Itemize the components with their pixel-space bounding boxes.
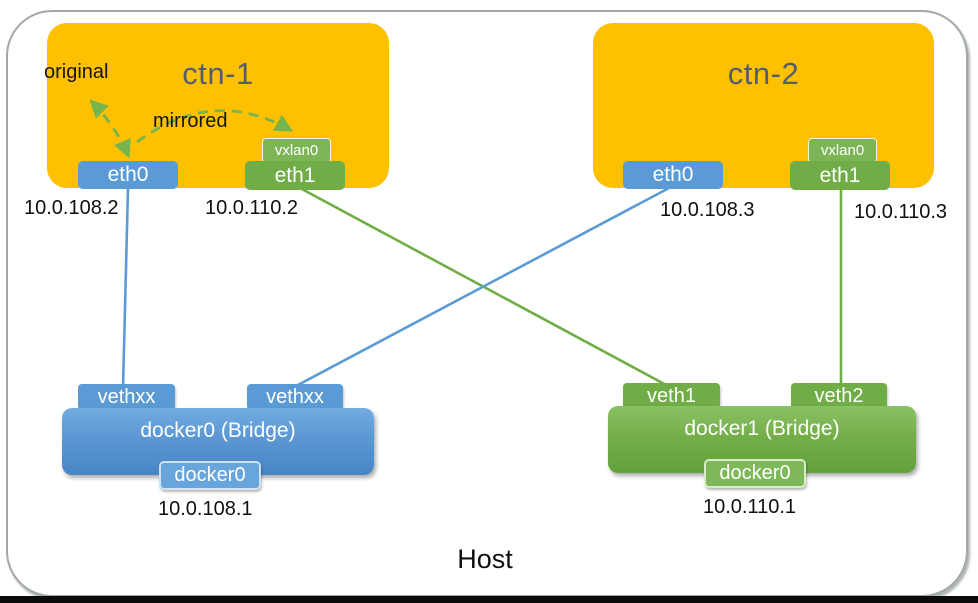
ip-label: 10.0.108.2 [24,197,119,219]
mirrored-label: mirrored [153,110,228,132]
bridge-title: docker1 (Bridge) [684,417,840,440]
bridge-docker1: docker1 (Bridge) [608,406,916,473]
interface-eth1: eth1 [245,161,345,190]
link-ctn1-eth0-vethxx [121,187,130,389]
ip-label: 10.0.108.3 [660,199,755,221]
bridge-port-vethxx-1: vethxx [78,384,175,410]
ip-label: 10.0.110.1 [703,496,797,518]
bridge-tag: docker0 [704,459,806,488]
bridge-port-veth2: veth2 [791,383,887,409]
bottom-bar [0,596,978,603]
ip-label: 10.0.110.3 [854,201,948,223]
vxlan-tag: vxlan0 [808,138,877,163]
bridge-port-vethxx-2: vethxx [247,384,343,410]
container-ctn-2 [593,23,934,188]
bridge-port-veth1: veth1 [623,383,720,409]
container-title: ctn-2 [727,56,800,91]
interface-eth0: eth0 [623,161,723,189]
vxlan-tag: vxlan0 [262,138,331,163]
bridge-title: docker0 (Bridge) [140,419,296,442]
original-label: original [44,61,109,83]
ip-label: 10.0.110.2 [205,197,299,219]
ip-label: 10.0.108.1 [158,498,253,520]
bridge-tag: docker0 [159,461,261,490]
container-title: ctn-1 [182,56,254,91]
mirrored-arrow-icon [136,109,294,144]
link-ctn2-eth0-vethxx [295,186,670,388]
host-label: Host [457,544,513,574]
interface-eth1: eth1 [790,161,890,190]
original-arrow-icon [89,99,131,159]
interface-eth0: eth0 [78,161,178,189]
